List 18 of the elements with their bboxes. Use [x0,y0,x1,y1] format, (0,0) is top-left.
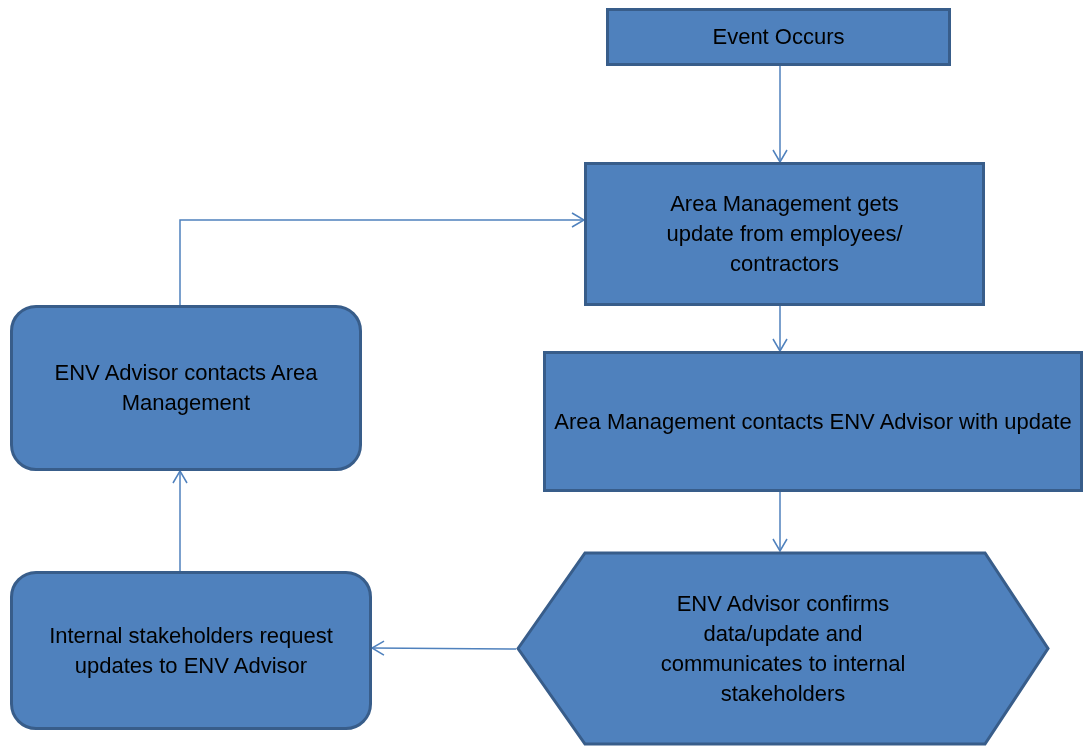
node-text: Event Occurs [712,23,845,51]
arrow [172,470,188,572]
arrow [772,491,788,552]
node-text: Internal stakeholders request updates to ENV Advisor [48,621,334,680]
rounded-box [10,305,362,471]
rounded-box [10,571,372,730]
process-box [543,351,1083,492]
node-text: Area Management gets update from employees/ contractors [665,190,904,278]
node-text: Area Management contacts ENV Advisor with update [554,407,1072,436]
arrow [371,640,517,656]
hexagon-shape [516,551,1050,746]
node-text: ENV Advisor contacts Area Management [53,359,319,417]
process-box [606,8,951,66]
arrow [772,65,788,163]
process-box [584,162,985,306]
arrow [179,212,585,306]
arrow [772,305,788,352]
node-text: ENV Advisor confirms data/update and communicates to internal stakeholders [659,589,907,708]
